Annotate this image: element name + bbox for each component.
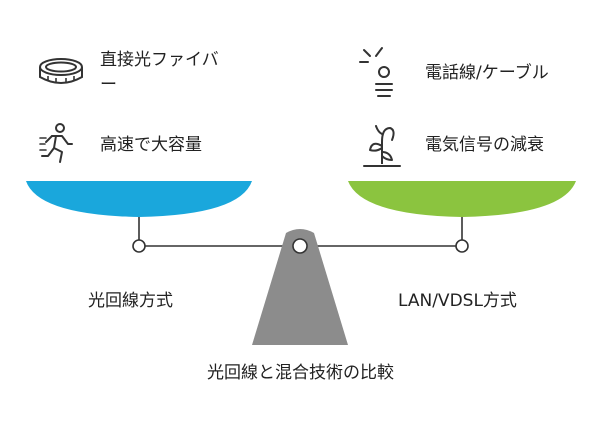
wilting-plant-icon	[363, 125, 401, 167]
light-bulb-signal-icon	[359, 47, 393, 97]
left-item-1-line2: ー	[100, 75, 117, 95]
fiber-cable-ring-icon	[39, 58, 83, 84]
left-item-1-line1: 直接光ファイバ	[100, 50, 219, 70]
right-item-1-label: 電話線/ケーブル	[425, 63, 549, 83]
left-caption: 光回線方式	[88, 291, 173, 311]
right-caption: LAN/VDSL方式	[398, 291, 517, 311]
fulcrum	[252, 229, 348, 345]
fulcrum-pivot	[292, 238, 308, 254]
left-pan	[26, 181, 252, 217]
right-item-2-label: 電気信号の減衰	[425, 135, 544, 155]
diagram-title: 光回線と混合技術の比較	[207, 363, 394, 383]
left-item-2-label: 高速で大容量	[100, 135, 202, 155]
right-pan	[348, 181, 576, 217]
left-knob	[132, 239, 146, 253]
running-person-icon	[39, 123, 73, 163]
right-knob	[455, 239, 469, 253]
